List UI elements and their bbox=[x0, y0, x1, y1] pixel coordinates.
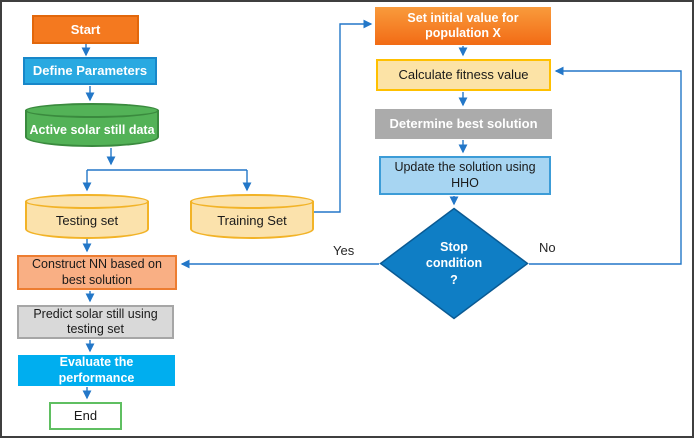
determine-best-solution-node: Determine best solution bbox=[375, 109, 552, 139]
cylinder-top bbox=[25, 194, 149, 209]
testing-set-cylinder: Testing set bbox=[25, 194, 149, 239]
active-solar-data-cylinder: Active solar still data bbox=[25, 103, 159, 147]
cylinder-top bbox=[25, 103, 159, 118]
training-set-label: Training Set bbox=[217, 213, 287, 229]
stop-line-1: Stop bbox=[440, 240, 468, 255]
stop-condition-decision: Stop condition ? bbox=[379, 207, 529, 320]
update-solution-hho-node: Update the solution using HHO bbox=[379, 156, 551, 195]
stop-line-3: ? bbox=[450, 272, 458, 287]
diamond-shape bbox=[379, 207, 529, 320]
edge-diamond-no-calc bbox=[529, 66, 682, 265]
stop-line-2: condition bbox=[425, 256, 483, 271]
edge-training-setinitial bbox=[314, 19, 373, 213]
testing-set-label: Testing set bbox=[55, 213, 119, 229]
active-solar-data-label: Active solar still data bbox=[29, 122, 155, 137]
set-initial-value-node: Set initial value for population X bbox=[375, 7, 551, 45]
evaluate-performance-node: Evaluate the performance bbox=[18, 355, 175, 386]
no-edge-label: No bbox=[539, 240, 556, 255]
calculate-fitness-node: Calculate fitness value bbox=[376, 59, 551, 91]
predict-solar-still-node: Predict solar still using testing set bbox=[17, 305, 174, 339]
construct-nn-node: Construct NN based on best solution bbox=[17, 255, 177, 290]
training-set-cylinder: Training Set bbox=[190, 194, 314, 239]
start-node: Start bbox=[32, 15, 139, 44]
define-parameters-node: Define Parameters bbox=[23, 57, 157, 85]
stop-condition-label: Stop condition ? bbox=[379, 207, 529, 320]
cylinder-top bbox=[190, 194, 314, 209]
end-node: End bbox=[49, 402, 122, 430]
yes-edge-label: Yes bbox=[333, 243, 355, 258]
